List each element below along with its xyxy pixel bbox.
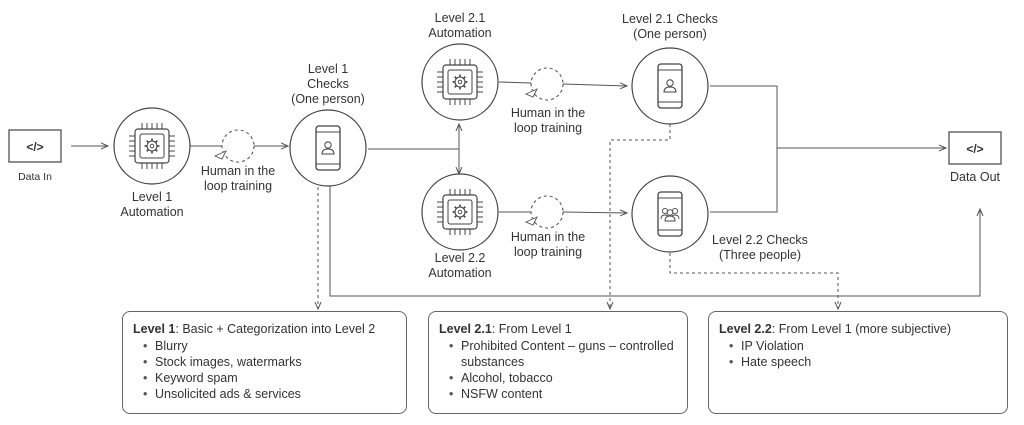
level21-automation-node (421, 43, 499, 121)
level1-description-box: Level 1: Basic + Categorization into Lev… (122, 311, 407, 414)
data-out-node: </> (948, 131, 1002, 165)
hitl-icon-level22 (524, 195, 564, 229)
chip-gear-icon (436, 58, 484, 106)
list-item: Prohibited Content – guns – controlled s… (449, 338, 677, 370)
list-item: Unsolicited ads & services (143, 386, 396, 402)
edge-l22checks-out (710, 148, 778, 213)
code-icon: </> (26, 140, 43, 154)
data-in-label: Data In (18, 171, 52, 183)
box-list: Prohibited Content – guns – controlled s… (439, 338, 677, 402)
level22-description-box: Level 2.2: From Level 1 (more subjective… (708, 311, 1008, 414)
list-item: Stock images, watermarks (143, 354, 396, 370)
list-item: Keyword spam (143, 370, 396, 386)
level21-checks-label: Level 2.1 Checks(One person) (622, 12, 718, 41)
box-list: IP Violation Hate speech (719, 338, 997, 370)
level22-checks-node (631, 175, 709, 253)
dash-l22checks-box (669, 253, 838, 309)
level22-automation-node (421, 173, 499, 251)
box-title: Level 1: Basic + Categorization into Lev… (133, 322, 376, 336)
data-out-label: Data Out (949, 170, 1001, 184)
dashed-connectors (318, 124, 838, 309)
level21-description-box: Level 2.1: From Level 1 Prohibited Conte… (428, 311, 688, 414)
level22-checks-label: Level 2.2 Checks(Three people) (712, 233, 808, 262)
level21-checks-node (631, 47, 709, 125)
box-list: Blurry Stock images, watermarks Keyword … (133, 338, 396, 402)
chip-gear-icon (128, 122, 176, 170)
chip-gear-icon (436, 188, 484, 236)
edge-l1checks-bypass (329, 175, 980, 297)
hitl-icon-level21 (524, 67, 564, 101)
box-title: Level 2.1: From Level 1 (439, 322, 572, 336)
list-item: IP Violation (729, 338, 997, 354)
dashed-circle-arrow-icon (530, 67, 564, 101)
dash-l21checks-box (610, 124, 671, 309)
level1-checks-node (289, 109, 367, 187)
edge-hitl-l21checks (562, 84, 627, 86)
edge-hitl-l22checks (562, 212, 627, 213)
list-item: Alcohol, tobacco (449, 370, 677, 386)
list-item: NSFW content (449, 386, 677, 402)
list-item: Blurry (143, 338, 396, 354)
level1-automation-node (113, 107, 191, 185)
data-in-node: </> (8, 129, 62, 163)
edge-l21checks-out (710, 85, 778, 148)
dashed-circle-arrow-icon (530, 195, 564, 229)
hitl-icon-level1 (213, 129, 255, 163)
list-item: Hate speech (729, 354, 997, 370)
dashed-circle-arrow-icon (221, 129, 255, 163)
code-icon: </> (966, 142, 983, 156)
edge-l21auto-hitl (498, 81, 532, 84)
connectors (71, 81, 980, 297)
box-title: Level 2.2: From Level 1 (more subjective… (719, 322, 952, 336)
